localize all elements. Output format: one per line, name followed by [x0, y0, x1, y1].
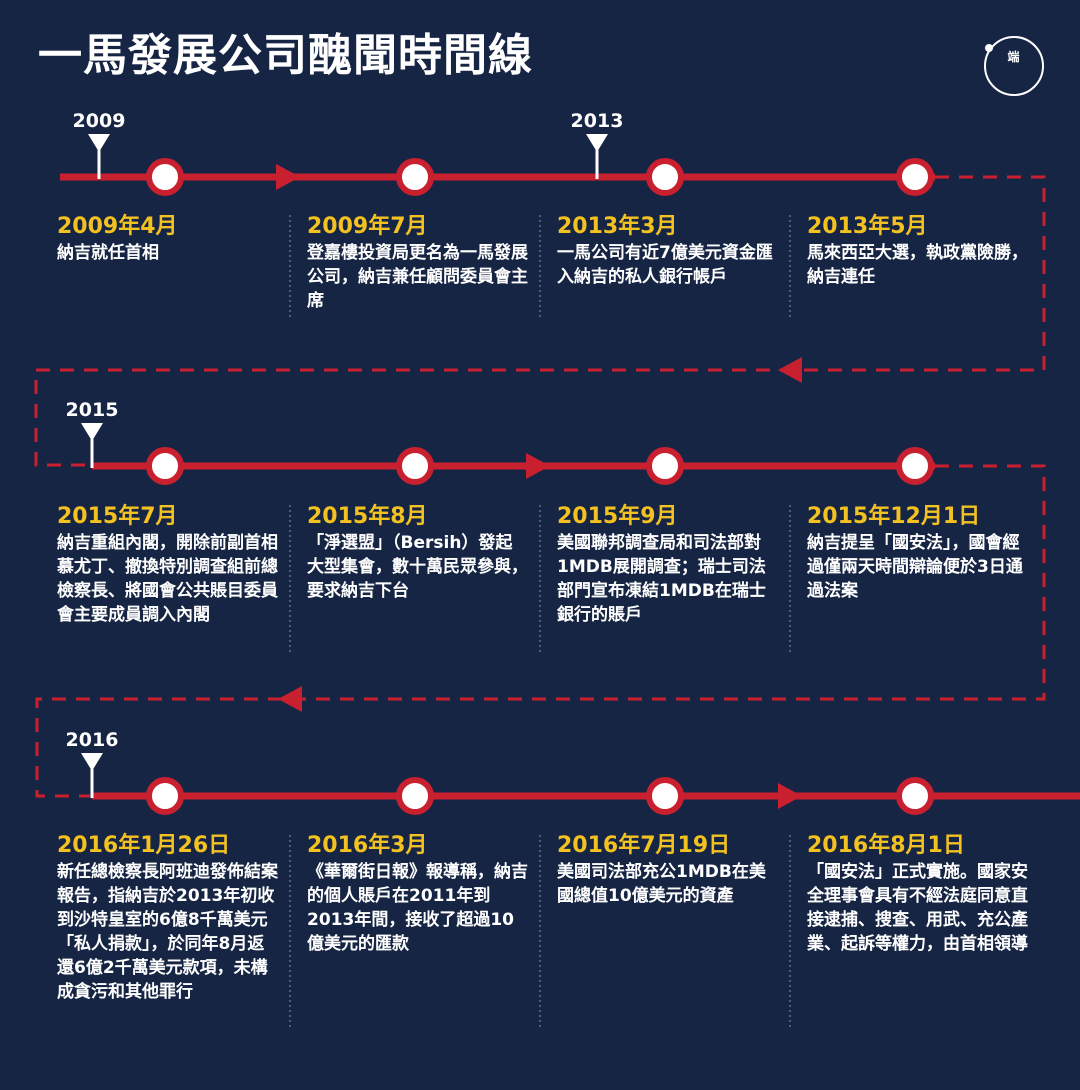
event-date: 2016年1月26日 — [57, 833, 231, 858]
timeline-event: 2009年4月 納吉就任首相 — [57, 214, 279, 265]
event-description: 納吉就任首相 — [57, 243, 159, 263]
page-title: 一馬發展公司醜聞時間線 — [38, 30, 533, 81]
timeline-event: 2015年12月1日 納吉提呈「國安法」，國會經過僅兩天時間辯論便於3日通過法案 — [807, 504, 1029, 603]
timeline-event: 2016年8月1日 「國安法」正式實施。國家安全理事會具有不經法庭同意直接逮捕、… — [807, 833, 1029, 956]
year-label-2013: 2013 — [570, 110, 624, 132]
event-date: 2015年7月 — [57, 504, 178, 529]
initium-logo-icon: 端 — [984, 36, 1044, 96]
year-marker-pin-icon — [81, 423, 103, 468]
column-separators — [289, 215, 791, 1028]
arrow-left-icon — [278, 686, 302, 712]
timeline-event: 2016年3月 《華爾街日報》報導稱，納吉的個人賬戶在2011年到2013年間，… — [307, 833, 529, 956]
event-date: 2009年4月 — [57, 214, 178, 239]
event-date: 2013年5月 — [807, 214, 928, 239]
row-connector-1 — [34, 175, 1046, 467]
event-description: 納吉重組內閣，開除前副首相慕尤丁、撤換特別調查組前總檢察長、將國會公共賬目委員會… — [57, 533, 278, 625]
event-description: 美國司法部充公1MDB在美國總值10億美元的資產 — [557, 862, 766, 906]
event-date: 2016年8月1日 — [807, 833, 965, 858]
year-marker-pin-icon — [81, 753, 103, 798]
event-node-icon — [896, 447, 934, 485]
event-date: 2015年12月1日 — [807, 504, 981, 529]
event-description: 美國聯邦調查局和司法部對1MDB展開調查；瑞士司法部門宣布凍結1MDB在瑞士銀行… — [557, 533, 766, 625]
timeline-event: 2016年1月26日 新任總檢察長阿班迪發佈結案報告，指納吉於2013年初收到沙… — [57, 833, 279, 1004]
event-description: 「國安法」正式實施。國家安全理事會具有不經法庭同意直接逮捕、搜查、用武、充公產業… — [807, 862, 1028, 954]
timeline-event: 2015年7月 納吉重組內閣，開除前副首相慕尤丁、撤換特別調查組前總檢察長、將國… — [57, 504, 279, 627]
timeline-event: 2013年5月 馬來西亞大選，執政黨險勝，納吉連任 — [807, 214, 1029, 289]
timeline-event: 2015年9月 美國聯邦調查局和司法部對1MDB展開調查；瑞士司法部門宣布凍結1… — [557, 504, 779, 627]
year-marker-pin-icon — [586, 134, 608, 179]
arrow-left-icon — [778, 357, 802, 383]
event-node-icon — [146, 158, 184, 196]
event-date: 2016年3月 — [307, 833, 428, 858]
timeline-event: 2013年3月 一馬公司有近7億美元資金匯入納吉的私人銀行帳戶 — [557, 214, 779, 289]
event-node-icon — [896, 158, 934, 196]
event-description: 「淨選盟」（Bersih）發起大型集會，數十萬民眾參與，要求納吉下台 — [307, 533, 528, 601]
year-marker-pin-icon — [88, 134, 110, 179]
event-description: 登嘉樓投資局更名為一馬發展公司，納吉兼任顧問委員會主席 — [307, 243, 528, 311]
logo-text: 端 — [1007, 50, 1021, 64]
timeline-event: 2015年8月 「淨選盟」（Bersih）發起大型集會，數十萬民眾參與，要求納吉… — [307, 504, 529, 603]
event-date: 2009年7月 — [307, 214, 428, 239]
arrow-right-icon — [526, 453, 550, 479]
timeline-event: 2016年7月19日 美國司法部充公1MDB在美國總值10億美元的資產 — [557, 833, 779, 908]
event-description: 納吉提呈「國安法」，國會經過僅兩天時間辯論便於3日通過法案 — [807, 533, 1023, 601]
event-description: 新任總檢察長阿班迪發佈結案報告，指納吉於2013年初收到沙特皇室的6億8千萬美元… — [57, 862, 278, 1002]
arrow-right-icon — [778, 783, 802, 809]
event-node-icon — [896, 777, 934, 815]
event-date: 2013年3月 — [557, 214, 678, 239]
event-node-icon — [396, 158, 434, 196]
event-node-icon — [646, 777, 684, 815]
year-label-2015: 2015 — [65, 399, 119, 421]
event-node-icon — [396, 447, 434, 485]
year-label-2016: 2016 — [65, 729, 119, 751]
event-date: 2015年8月 — [307, 504, 428, 529]
event-description: 一馬公司有近7億美元資金匯入納吉的私人銀行帳戶 — [557, 243, 773, 287]
row-connector-2 — [35, 464, 1046, 798]
event-description: 《華爾街日報》報導稱，納吉的個人賬戶在2011年到2013年間，接收了超過10億… — [307, 862, 528, 954]
event-date: 2016年7月19日 — [557, 833, 731, 858]
arrow-right-icon — [276, 164, 300, 190]
event-node-icon — [396, 777, 434, 815]
event-node-icon — [646, 158, 684, 196]
year-label-2009: 2009 — [72, 110, 126, 132]
event-date: 2015年9月 — [557, 504, 678, 529]
event-node-icon — [146, 447, 184, 485]
timeline-event: 2009年7月 登嘉樓投資局更名為一馬發展公司，納吉兼任顧問委員會主席 — [307, 214, 529, 313]
event-node-icon — [646, 447, 684, 485]
event-description: 馬來西亞大選，執政黨險勝，納吉連任 — [807, 243, 1028, 287]
event-node-icon — [146, 777, 184, 815]
